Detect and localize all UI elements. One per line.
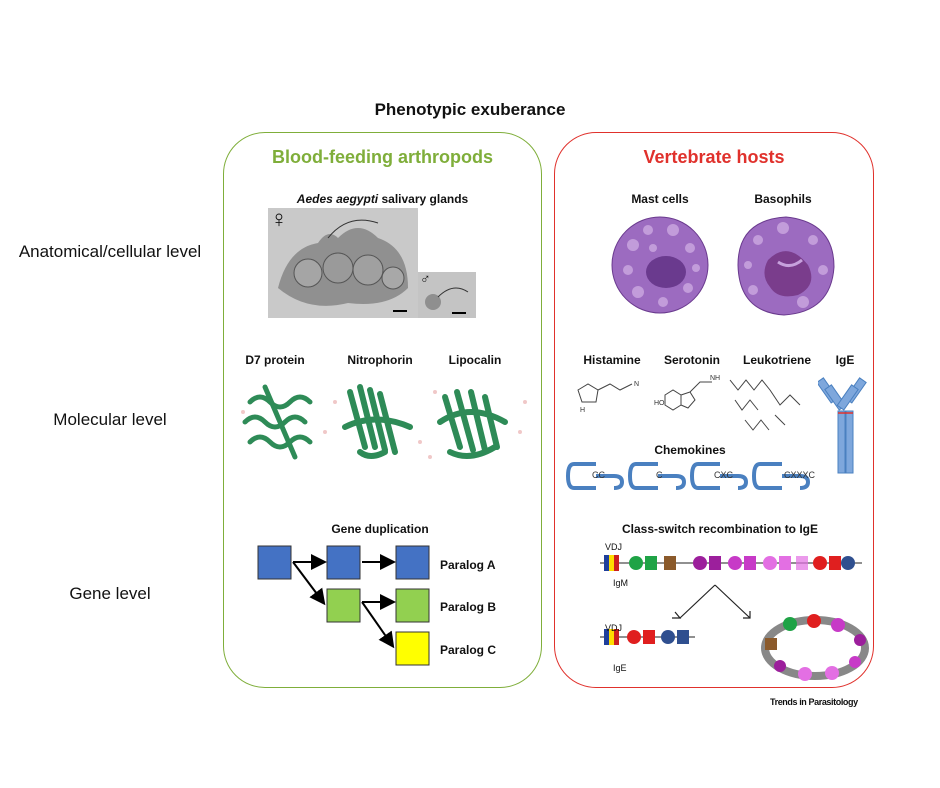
svg-text:N: N [634,381,639,388]
ancestral-gene [257,545,292,580]
svg-text:HO: HO [654,400,665,407]
male-gland-micrograph [418,272,476,318]
paralog-a-label: Paralog A [440,558,496,572]
journal-credit: Trends in Parasitology [770,697,858,707]
lipocalin-label: Lipocalin [448,353,502,367]
molecule-structures: H N HO NH [577,375,801,431]
leukotriene-structure [729,379,801,431]
vdj-label: VDJ [605,542,623,552]
svg-text:H: H [580,407,585,414]
nitrophorin-structure [342,384,413,459]
leukotriene-label: Leukotriene [742,353,811,367]
chemokine-motif-c: C [656,470,663,480]
ige-label: IgE [835,353,855,367]
immune-cells [611,216,835,316]
igm-label: IgM [613,578,629,588]
serotonin-structure [664,381,712,411]
csr-title: Class-switch recombination to IgE [621,522,819,536]
ige-gene-label: IgE [613,663,627,673]
level-anatomical: Anatomical/cellular level [18,242,202,261]
vertebrates-panel-title: Vertebrate hosts [643,147,785,167]
svg-text:NH: NH [710,375,720,382]
level-molecular: Molecular level [53,410,167,429]
paralog-c-box [395,631,430,666]
paralog-b-label: Paralog B [440,600,497,614]
paralog-a-box [395,545,430,580]
mast-cells-label: Mast cells [631,192,689,206]
gene-duplication-diagram [257,545,430,666]
nitrophorin-label: Nitrophorin [347,353,413,367]
gene-duplication-title: Gene duplication [331,522,429,536]
mast-cell [611,216,709,314]
d7-protein-structure [242,384,313,460]
chemokine-diagram [566,462,811,490]
arthropods-panel [223,132,542,688]
d7-protein-label: D7 protein [245,353,305,367]
csr-products [600,584,869,681]
gene-copy-1 [326,545,361,580]
female-gland-micrograph [268,208,418,318]
paralog-c-label: Paralog C [440,643,497,657]
glands-caption: Aedes aegypti salivary glands [296,192,469,206]
level-gene: Gene level [69,584,151,603]
basophil [737,216,835,316]
chemokine-motif-cxxxc: CXXXC [784,470,816,480]
chemokine-motif-cc: CC [592,470,605,480]
basophils-label: Basophils [754,192,812,206]
ige-antibody [818,377,867,474]
protein-structures [241,384,527,460]
histamine-label: Histamine [583,353,641,367]
paralog-b-box [395,588,430,623]
figure-title: Phenotypic exuberance [374,100,566,119]
heavy-chain-locus [600,555,862,571]
gene-copy-2 [326,588,361,623]
female-symbol: ♀ [270,206,288,233]
vertebrates-panel [554,132,874,688]
vdj-label-ige: VDJ [605,623,623,633]
lipocalin-structure [437,389,508,459]
serotonin-label: Serotonin [664,353,720,367]
arthropods-panel-title: Blood-feeding arthropods [272,147,493,167]
chemokines-title: Chemokines [654,443,726,457]
chemokine-motif-cxc: CXC [714,470,734,480]
histamine-structure [577,383,599,403]
male-symbol: ♂ [420,270,431,286]
